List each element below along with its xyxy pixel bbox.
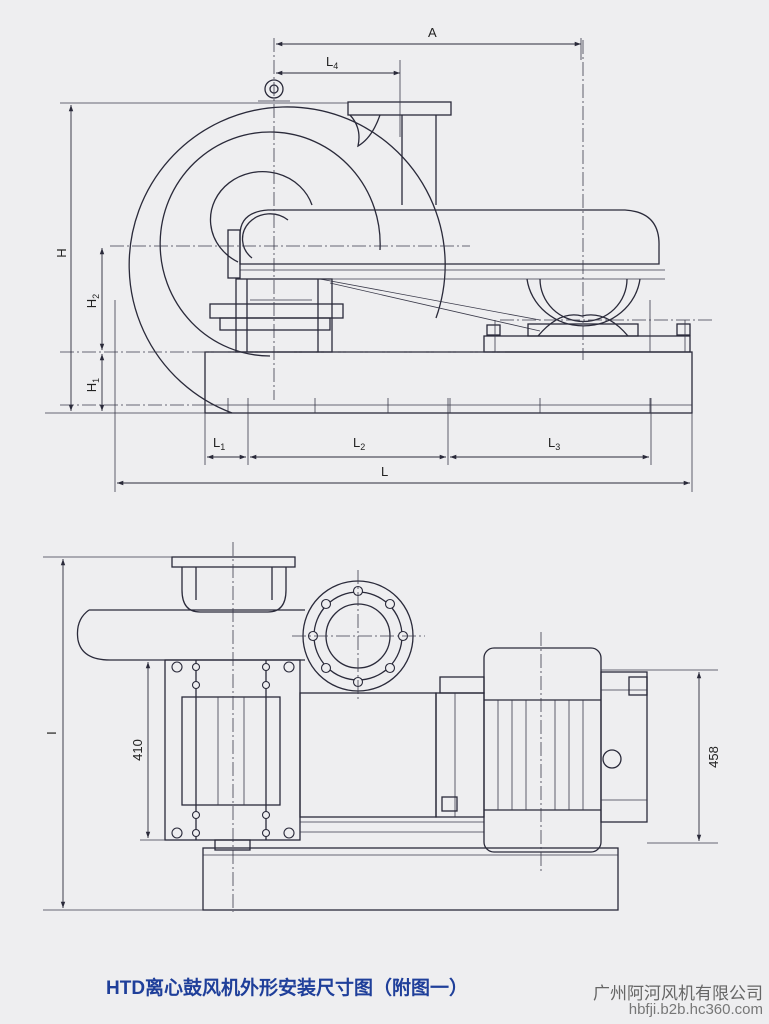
label-L: L [381, 464, 388, 479]
label-A: A [428, 25, 437, 40]
watermark-company: 广州阿河风机有限公司 [593, 984, 763, 1003]
plan-base [202, 847, 619, 911]
plan-centerlines [232, 542, 542, 912]
label-L4: L4 [326, 54, 338, 71]
label-H2: H2 [84, 294, 101, 308]
dim-I: I [43, 556, 203, 911]
shaft-coupling [299, 676, 485, 833]
figure-caption: HTD离心鼓风机外形安装尺寸图（附图一） [106, 978, 469, 999]
belt-housing [239, 209, 665, 332]
motor-plan [483, 647, 648, 853]
dim-L1-L2-L3: L1 L2 L3 [204, 398, 652, 465]
label-I: I [44, 731, 59, 735]
side-base [204, 351, 693, 414]
label-458: 458 [706, 746, 721, 768]
dim-458: 458 [601, 669, 721, 844]
dim-H: H [45, 102, 348, 414]
watermark-site: hbfji.b2b.hc360.com [628, 1001, 763, 1018]
dim-L: L [114, 300, 693, 492]
dim-H2: H2 [84, 248, 105, 350]
label-L1: L1 [213, 435, 225, 452]
fan-housing-plan [164, 659, 301, 851]
motor-side [483, 278, 691, 353]
outlet-flange [347, 101, 452, 148]
side-centerlines [60, 38, 715, 406]
side-view: A L4 H H2 H1 [45, 25, 715, 492]
dim-H1: H1 [84, 354, 105, 411]
label-H: H [54, 248, 69, 257]
dim-L4: L4 [276, 54, 401, 137]
label-410: 410 [130, 739, 145, 761]
dim-410: 410 [130, 659, 165, 841]
housing-bolts [171, 661, 295, 839]
volute-casing [128, 106, 446, 414]
label-H1: H1 [84, 378, 101, 392]
dim-A: A [276, 25, 582, 60]
pedestal-frame [209, 229, 344, 353]
label-L3: L3 [548, 435, 560, 452]
label-L2: L2 [353, 435, 365, 452]
top-view: I 410 458 [43, 542, 721, 912]
outlet-duct [76, 556, 305, 661]
